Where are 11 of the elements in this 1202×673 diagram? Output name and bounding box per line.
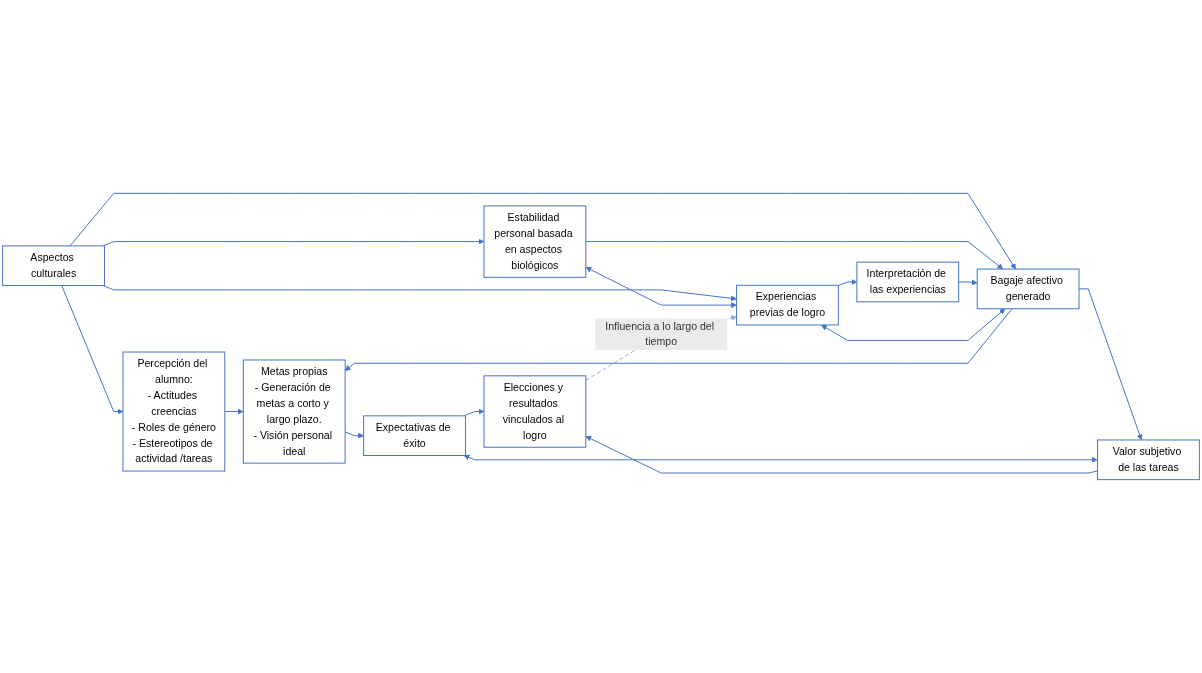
node-box: Metas propias - Generación de metas a corto y largo plazo. - Visión personal ideal	[242, 359, 346, 464]
node-box: Valor subjetivo de las tareas	[1097, 439, 1200, 481]
node-box: Aspectos culturales	[2, 245, 105, 287]
node-box: Bagaje afectivo generado	[976, 268, 1080, 310]
edge-label: Influencia a lo largo del tiempo	[605, 320, 715, 348]
node-box: Experiencias previas de logro	[736, 284, 839, 326]
node-box: Interpretación de las experiencias	[856, 261, 960, 303]
node-box: Percepción del alumno: - Actitudes creencias - Roles de género - Estereotipos de actividad /tareas	[122, 351, 226, 472]
node-box: Estabilidad personal basada en aspectos biológicos	[483, 205, 587, 278]
node-box: Elecciones y resultados vinculados al logro	[483, 375, 587, 448]
node-box: Expectativas de éxito	[363, 415, 466, 456]
